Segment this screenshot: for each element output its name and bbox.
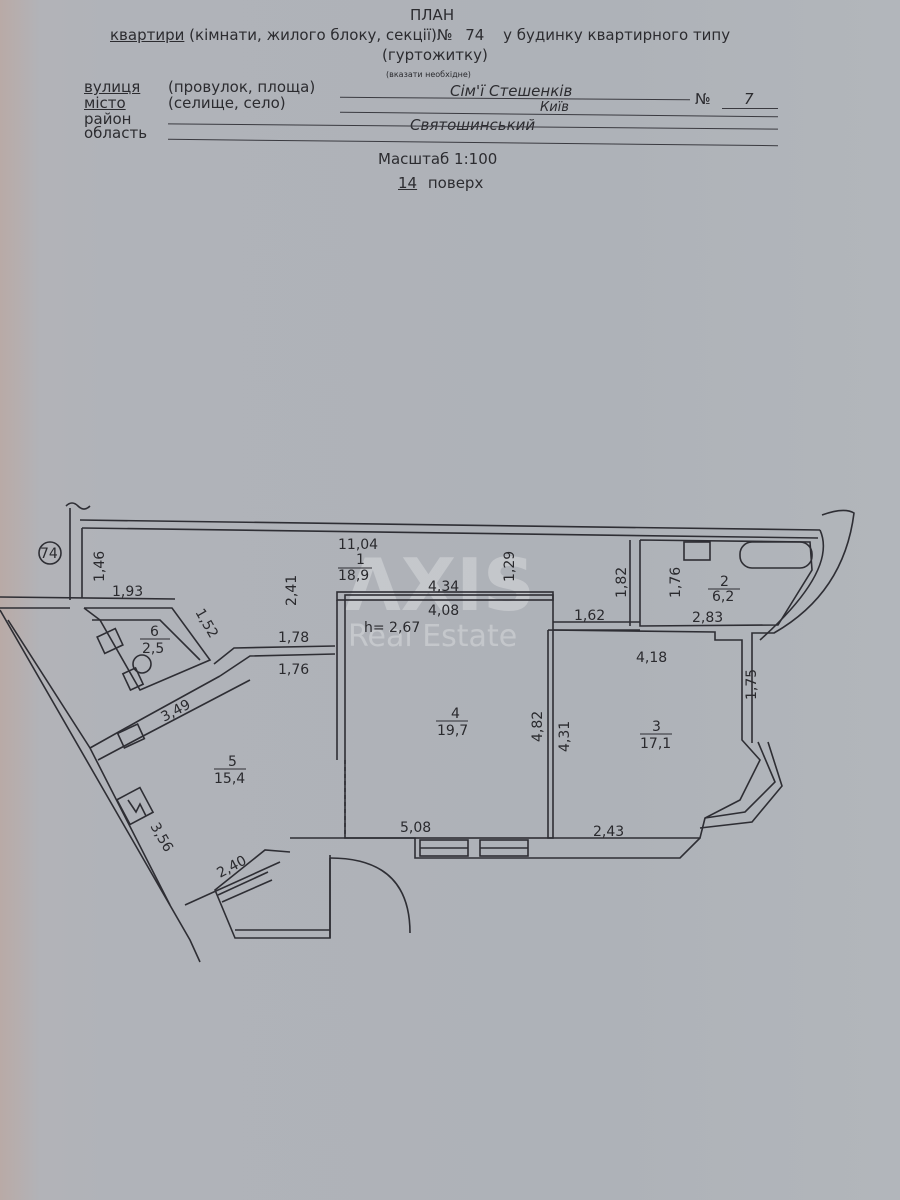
subtitle-line2: (гуртожитку) (382, 46, 488, 64)
room-1-id: 1 (356, 552, 365, 568)
street-value: Сім'ї Стешенків (450, 82, 573, 100)
plan-title: ПЛАН (410, 6, 455, 24)
dim-1-76a: 1,76 (278, 662, 309, 678)
dim-1-52: 1,52 (192, 606, 221, 641)
room-1-area: 18,9 (338, 568, 369, 584)
subtitle-suffix: у будинку квартирного типу (503, 26, 731, 44)
ceiling-height: h= 2,67 (364, 620, 420, 636)
room-2-id: 2 (720, 574, 729, 590)
dim-4-18: 4,18 (636, 650, 667, 666)
subtitle-rest: (кімнати, жилого блоку, секції)№ (189, 26, 453, 44)
number-underline (722, 108, 778, 109)
bathroom-sink-icon (683, 541, 711, 561)
floor-line: 14 поверх (398, 174, 483, 192)
stove-icon (115, 786, 155, 826)
room-6-id: 6 (150, 624, 159, 640)
room-2-area: 6,2 (712, 589, 734, 605)
scale-text: Масштаб 1:100 (378, 150, 498, 168)
number-value: 7 (744, 90, 754, 108)
dim-1-78: 1,78 (278, 630, 309, 646)
dim-1-62: 1,62 (574, 608, 605, 624)
apartment-number: 74 (465, 26, 485, 44)
dim-3-56: 3,56 (147, 820, 176, 855)
room-5-id: 5 (228, 754, 237, 770)
apartment-tag-circle (38, 541, 62, 565)
plan-subtitle: квартири (кімнати, жилого блоку, секції)… (110, 26, 730, 44)
electric-symbol-icon (127, 799, 147, 817)
subtitle-prefix: квартири (110, 26, 185, 44)
room-6-area: 2,5 (142, 641, 164, 657)
dim-4-31: 4,31 (557, 721, 573, 752)
balcony-door-arc (329, 857, 411, 934)
dim-2-43: 2,43 (593, 824, 624, 840)
watermark-brand: AXIS (345, 543, 535, 627)
fixtures (96, 541, 813, 826)
toilet-icon (132, 654, 152, 674)
room-3-id: 3 (652, 719, 661, 735)
number-label: № (695, 90, 711, 108)
region-label: область (84, 124, 148, 142)
dim-1-29: 1,29 (502, 551, 518, 582)
toilet-tank-icon (121, 666, 145, 692)
dim-1-93: 1,93 (112, 584, 143, 600)
dim-2-41: 2,41 (284, 575, 300, 606)
dim-3-49: 3,49 (158, 697, 193, 726)
dim-2-83: 2,83 (692, 610, 723, 626)
dim-1-46: 1,46 (92, 551, 108, 582)
dim-5-08: 5,08 (400, 820, 431, 836)
kitchen-sink-icon (116, 723, 146, 749)
dim-4-34: 4,34 (428, 579, 459, 595)
dim-1-82: 1,82 (614, 567, 630, 598)
room-5-area: 15,4 (214, 771, 245, 787)
dim-1-76b: 1,76 (668, 567, 684, 598)
sink-icon (96, 627, 124, 655)
apartment-tag: 74 (40, 546, 58, 562)
dim-1-75: 1,75 (744, 669, 760, 700)
floor-label: поверх (427, 174, 484, 192)
dim-4-08: 4,08 (428, 603, 459, 619)
hint-text: (вказати необхідне) (386, 70, 471, 79)
room-3-area: 17,1 (640, 736, 671, 752)
watermark-tagline: Real Estate (348, 619, 517, 654)
city-label: місто (84, 94, 126, 112)
street-label: вулиця (84, 78, 141, 96)
room-1-dim: 11,04 (338, 537, 378, 553)
room-4-id: 4 (451, 706, 460, 722)
floor-number: 14 (398, 174, 418, 192)
street-alt: (провулок, площа) (168, 78, 316, 96)
city-value: Київ (540, 100, 569, 115)
room-4-area: 19,7 (437, 723, 468, 739)
watermark: AXIS Real Estate (345, 543, 535, 654)
dim-4-82: 4,82 (530, 711, 546, 742)
district-label: район (84, 110, 132, 128)
room-labels: 11,04 1 18,9 2 6,2 3 17,1 4 19,7 5 15,4 … (140, 537, 740, 787)
bathtub-icon (739, 541, 813, 569)
city-alt: (селище, село) (168, 94, 286, 112)
